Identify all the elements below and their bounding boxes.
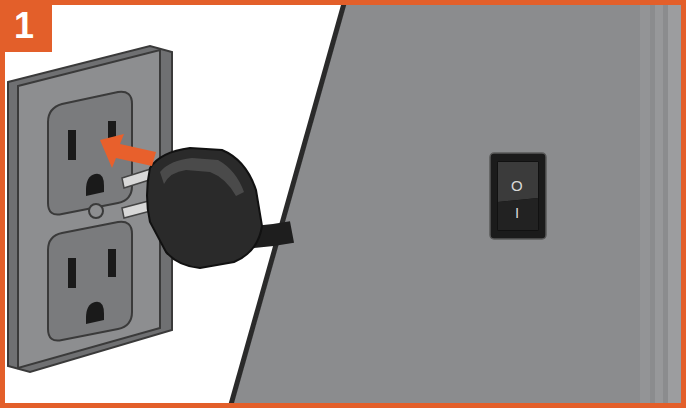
ground-hole xyxy=(86,174,104,196)
step-badge: 1 xyxy=(0,0,52,52)
plug-body xyxy=(147,148,262,268)
ground-hole xyxy=(86,302,104,324)
switch-symbol: I xyxy=(515,205,519,220)
step-number: 1 xyxy=(14,8,34,44)
panel-stripe xyxy=(655,0,663,408)
switch-outline xyxy=(489,152,547,240)
frame-border xyxy=(3,3,684,406)
panel-stripe xyxy=(640,0,650,408)
switch-symbol: O xyxy=(511,178,523,193)
rocker-switch: OI xyxy=(489,152,547,240)
device-panel xyxy=(232,0,686,408)
rocker-raised xyxy=(498,162,538,202)
rocker-lower xyxy=(498,198,538,230)
outlet-slot xyxy=(68,258,76,288)
outlet-slot xyxy=(68,130,76,160)
rocker-well xyxy=(497,161,539,231)
switch-bezel xyxy=(490,153,546,239)
insert-arrow xyxy=(100,134,156,168)
outlet-slot xyxy=(108,249,116,277)
plug-highlight xyxy=(160,158,244,196)
outlet-face xyxy=(48,222,132,341)
plate-screw xyxy=(89,204,103,218)
